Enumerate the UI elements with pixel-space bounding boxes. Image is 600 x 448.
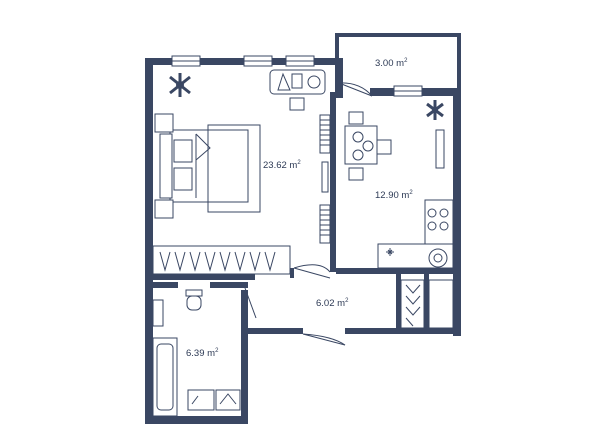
- hall-closet: [400, 279, 454, 329]
- windows: [171, 55, 423, 97]
- area-label-living: 23.62 m2: [263, 160, 301, 171]
- area-label-balcony: 3.00 m2: [375, 58, 408, 69]
- plant-icon: [426, 100, 444, 120]
- dresser: [269, 69, 326, 111]
- dining-table: [344, 111, 445, 181]
- sink: [152, 299, 241, 411]
- doors: [244, 264, 346, 346]
- kitchen-counter: [377, 199, 454, 269]
- area-label-kitchen: 12.90 m2: [375, 190, 413, 201]
- bathtub: [152, 337, 178, 417]
- area-label-hall: 6.02 m2: [316, 298, 349, 309]
- outer-walls: [145, 58, 461, 424]
- bed: [154, 113, 261, 219]
- radiator: [319, 114, 331, 244]
- interior-walls: [145, 92, 461, 332]
- plant-icon: [169, 73, 191, 97]
- wardrobe: [152, 245, 291, 275]
- area-label-bathroom: 6.39 m2: [186, 348, 219, 359]
- toilet: [185, 289, 203, 311]
